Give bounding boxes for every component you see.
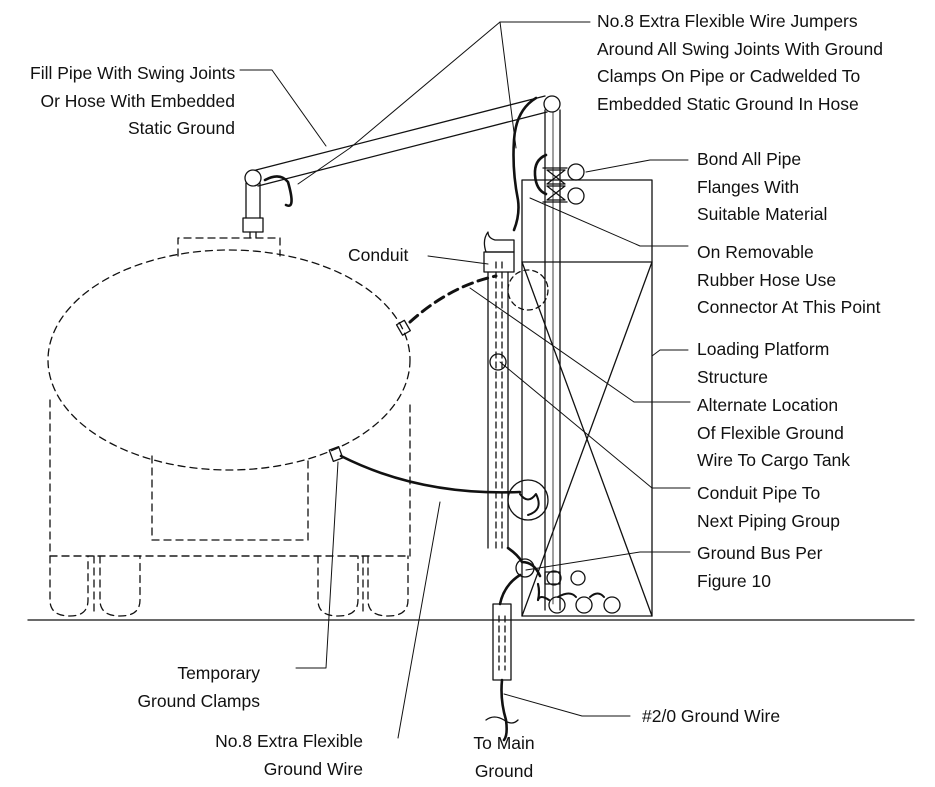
bus-drop-wire xyxy=(498,573,522,606)
label-bond-flanges-line-1: Bond All Pipe xyxy=(697,149,802,169)
label-ground-bus-line-1: Ground Bus Per xyxy=(697,543,823,563)
label-platform-line-2: Structure xyxy=(697,366,768,387)
label-jumpers-line-4: Embedded Static Ground In Hose xyxy=(597,93,859,114)
label-flex-wire-line-2: Ground Wire xyxy=(263,758,363,779)
label-conduit-pipe-line-1: Conduit Pipe To xyxy=(697,483,821,503)
label-flex-wire: No.8 Extra Flexible Ground Wire xyxy=(170,728,363,783)
label-alternate-line-3: Wire To Cargo Tank xyxy=(697,450,851,470)
label-platform-line-1: Loading Platform xyxy=(697,339,830,359)
label-to-main-line-2: Ground xyxy=(474,760,534,781)
label-rubber-hose-line-2: Rubber Hose Use xyxy=(697,269,837,290)
label-fill-pipe-line-1: Fill Pipe With Swing Joints xyxy=(30,63,236,83)
label-temp-clamps-line-1: Temporary xyxy=(177,663,260,683)
ground-bus xyxy=(537,570,621,614)
label-flex-wire-line-1: No.8 Extra Flexible xyxy=(215,731,363,751)
label-alternate: Alternate Location Of Flexible Ground Wi… xyxy=(697,392,850,475)
alternate-clamp xyxy=(395,319,411,336)
label-temp-clamps: Temporary Ground Clamps xyxy=(100,660,260,715)
label-alternate-line-2: Of Flexible Ground xyxy=(697,422,844,443)
label-jumpers-line-3: Clamps On Pipe or Cadwelded To xyxy=(597,66,861,86)
label-alternate-line-1: Alternate Location xyxy=(697,395,839,415)
bus-node xyxy=(515,558,535,578)
label-bond-flanges: Bond All Pipe Flanges With Suitable Mate… xyxy=(697,146,827,229)
label-to-main: To Main Ground xyxy=(449,730,559,785)
label-jumpers: No.8 Extra Flexible Wire Jumpers Around … xyxy=(597,8,883,118)
label-jumpers-line-2: Around All Swing Joints With Ground xyxy=(597,38,883,59)
label-to-main-line-1: To Main xyxy=(473,733,535,753)
bus-wire-2 xyxy=(536,582,541,602)
bus-wire xyxy=(506,546,542,578)
label-rubber-hose-line-3: Connector At This Point xyxy=(697,297,881,317)
label-fill-pipe-line-3: Static Ground xyxy=(128,118,235,138)
label-platform: Loading Platform Structure xyxy=(697,336,829,391)
fill-pipe xyxy=(242,95,561,611)
label-bond-flanges-line-2: Flanges With xyxy=(697,176,800,197)
label-rubber-hose: On Removable Rubber Hose Use Connector A… xyxy=(697,239,881,322)
label-jumpers-line-1: No.8 Extra Flexible Wire Jumpers xyxy=(597,11,858,31)
cargo-tank xyxy=(47,237,411,617)
jumper-flange xyxy=(533,153,548,196)
label-ground-wire: #2/0 Ground Wire xyxy=(642,706,781,726)
label-fill-pipe: Fill Pipe With Swing Joints Or Hose With… xyxy=(30,60,235,143)
alternate-ground-wire xyxy=(408,274,498,324)
jumper-left xyxy=(263,175,293,208)
label-temp-clamps-line-2: Ground Clamps xyxy=(137,690,260,711)
flexible-ground-wire xyxy=(339,454,522,494)
main-ground-conduit xyxy=(485,603,519,742)
label-ground-bus-line-2: Figure 10 xyxy=(697,570,771,591)
leader-lines xyxy=(239,21,691,739)
label-fill-pipe-line-2: Or Hose With Embedded xyxy=(40,90,235,111)
label-conduit-pipe-line-2: Next Piping Group xyxy=(697,510,840,531)
label-conduit: Conduit xyxy=(348,245,409,265)
label-bond-flanges-line-3: Suitable Material xyxy=(697,204,828,224)
temporary-clamp xyxy=(328,446,344,462)
conduit xyxy=(483,231,515,551)
label-rubber-hose-line-1: On Removable xyxy=(697,242,814,262)
conduit-pipe-to-next-group xyxy=(507,269,549,521)
label-ground-bus: Ground Bus Per Figure 10 xyxy=(697,540,822,595)
valve-top xyxy=(542,163,585,205)
loading-platform xyxy=(521,179,653,617)
jumper-top xyxy=(512,96,538,232)
label-conduit-pipe: Conduit Pipe To Next Piping Group xyxy=(697,480,840,535)
